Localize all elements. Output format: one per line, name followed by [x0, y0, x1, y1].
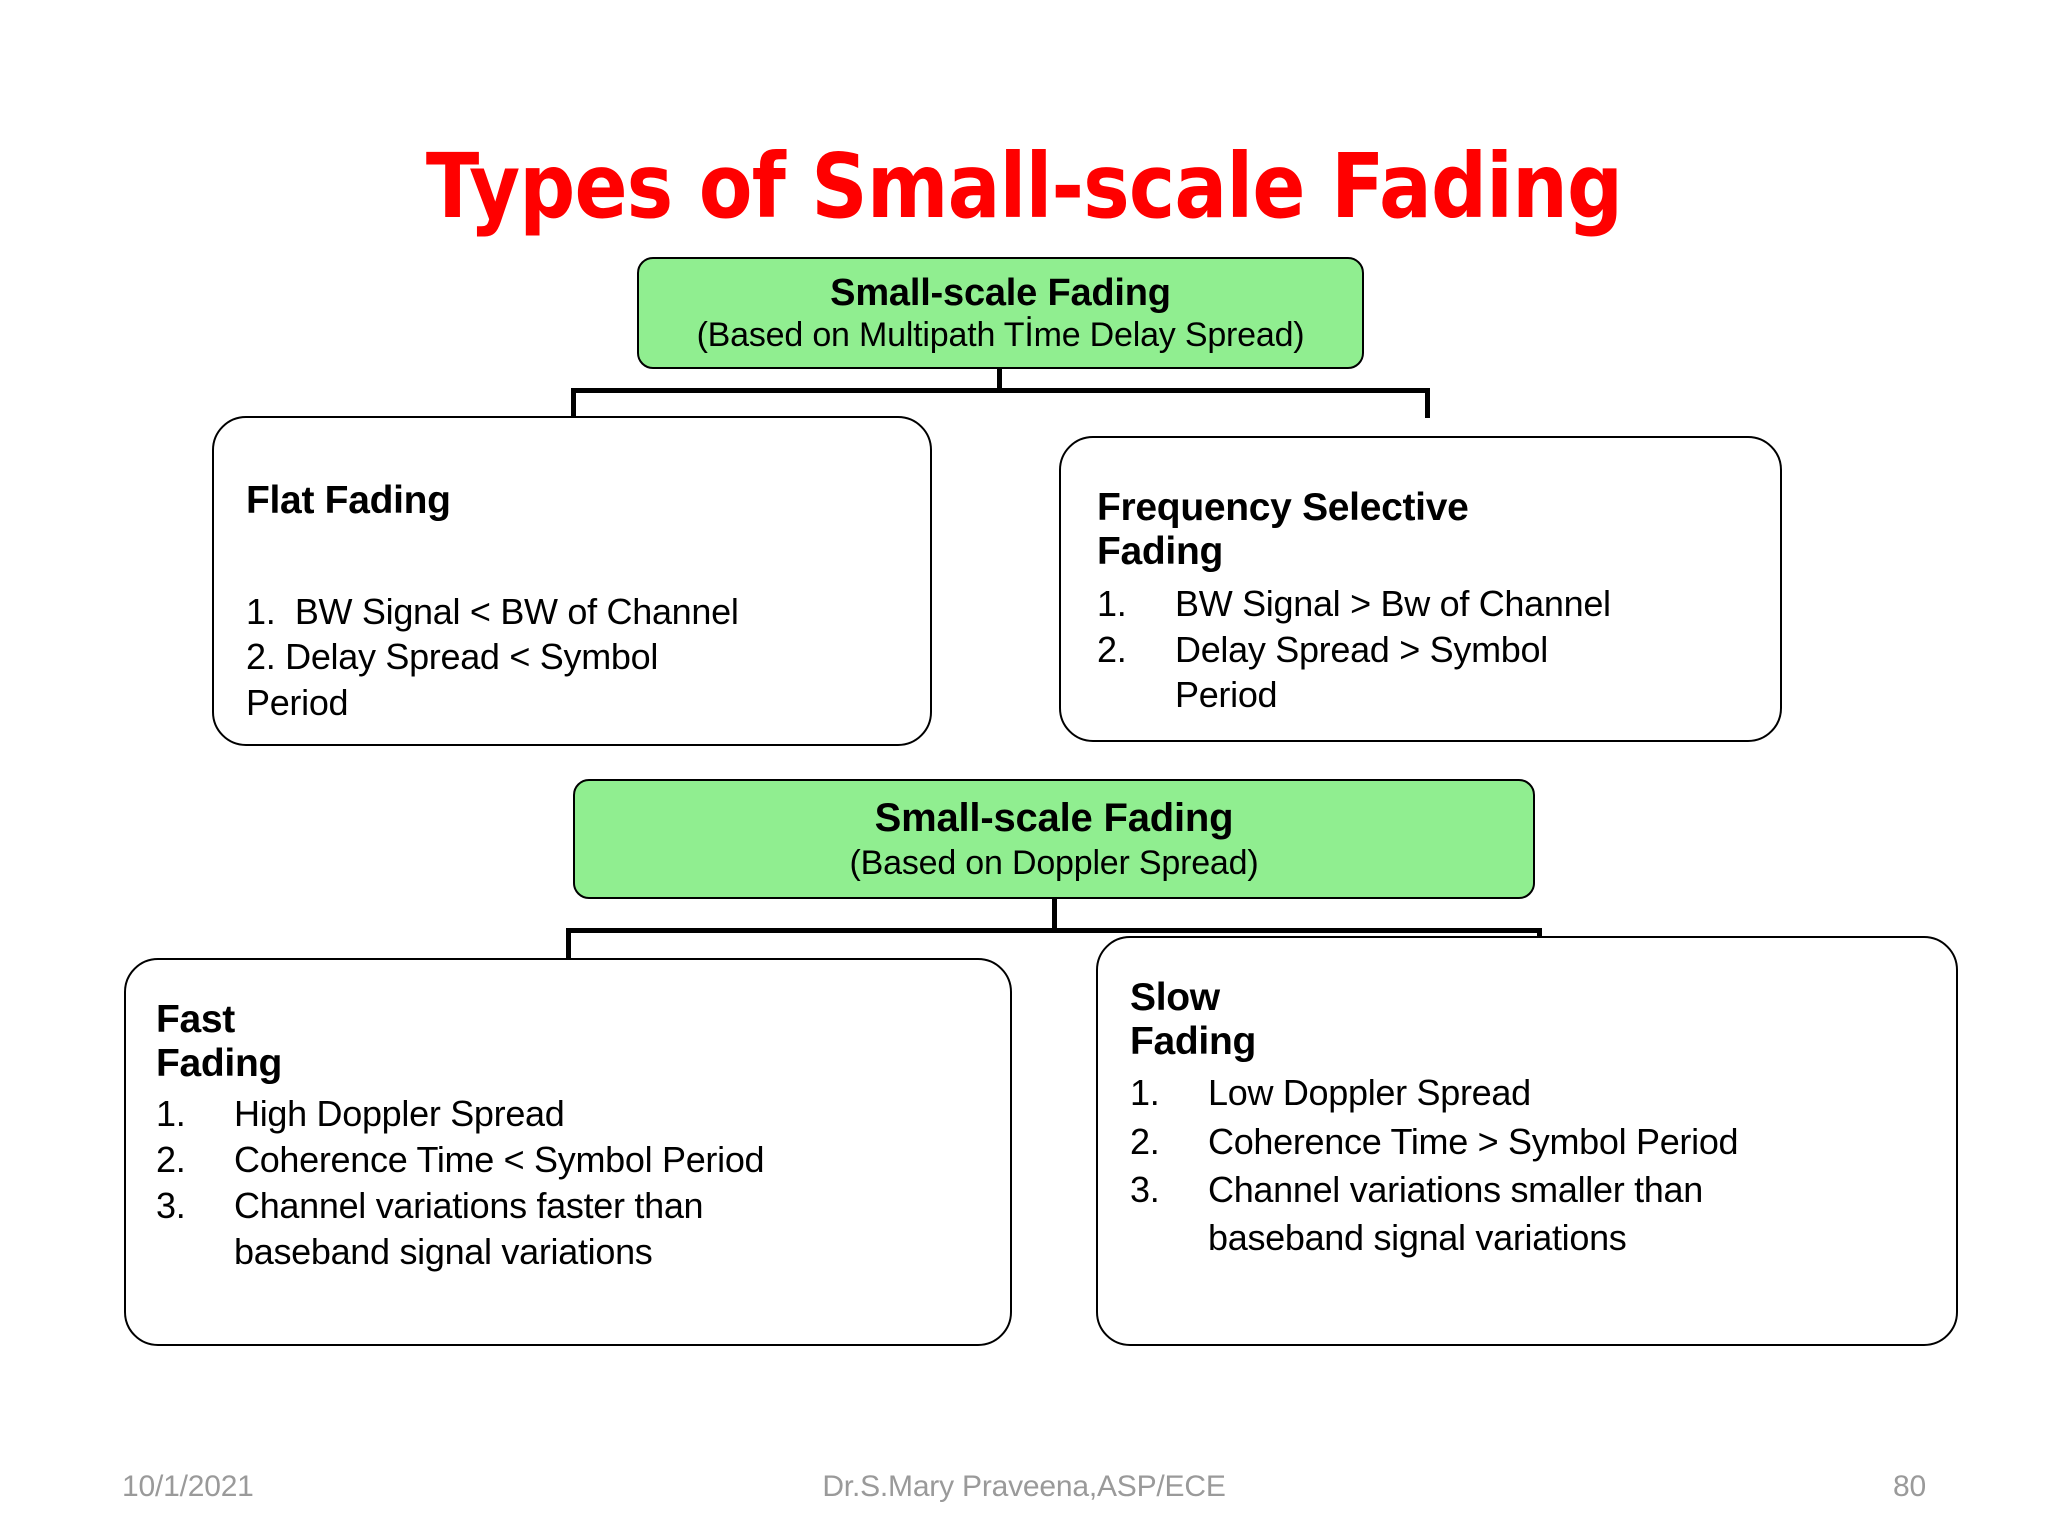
list-item-line: Low Doppler Spread [1208, 1072, 1531, 1114]
flat-fading-box: Flat Fading 1. BW Signal < BW of Channel… [212, 416, 932, 746]
list-item: 3. Channel variations smaller than baseb… [1130, 1166, 1956, 1262]
list-item-line: Delay Spread > Symbol [1175, 628, 1548, 670]
slow-fading-list: 1. Low Doppler Spread 2. Coherence Time … [1130, 1069, 1956, 1262]
list-item: 2. Coherence Time > Symbol Period [1130, 1118, 1956, 1166]
list-item-line: Channel variations smaller than [1208, 1168, 1703, 1210]
list-item-line: Coherence Time < Symbol Period [234, 1139, 765, 1181]
list-item-text: Coherence Time > Symbol Period [1208, 1118, 1956, 1166]
frequency-selective-heading-line1: Frequency Selective [1097, 486, 1469, 529]
list-item-line: High Doppler Spread [234, 1093, 565, 1135]
list-item: 1. Low Doppler Spread [1130, 1069, 1956, 1117]
slow-fading-heading-line1: Slow [1130, 976, 1220, 1019]
list-item-number: 2. [1130, 1120, 1160, 1162]
fast-fading-list: 1. High Doppler Spread 2. Coherence Time… [156, 1091, 1010, 1274]
list-item-continuation: baseband signal variations [234, 1230, 653, 1272]
list-item-number: 1. [156, 1093, 186, 1135]
flat-fading-list: 1. BW Signal < BW of Channel 2. Delay Sp… [246, 589, 930, 725]
frequency-selective-list: 1. BW Signal > Bw of Channel 2. Delay Sp… [1097, 581, 1780, 718]
group1-connector-right [1425, 388, 1430, 418]
list-item: 1. BW Signal > Bw of Channel [1097, 581, 1780, 627]
footer-author: Dr.S.Mary Praveena,ASP/ECE [822, 1470, 1226, 1503]
fast-fading-heading-line2: Fading [156, 1041, 283, 1085]
fast-fading-heading-line1: Fast [156, 998, 235, 1041]
list-item: 2. Coherence Time < Symbol Period [156, 1137, 1010, 1183]
group2-connector-stem [1052, 899, 1057, 931]
list-item-line: Channel variations faster than [234, 1184, 704, 1226]
list-item: 2. Delay Spread < Symbol [246, 636, 659, 678]
list-item-text: Low Doppler Spread [1208, 1069, 1956, 1117]
group1-connector-stem [997, 369, 1002, 391]
list-item-text: Channel variations faster than baseband … [234, 1183, 1010, 1274]
group2-connector-bar [566, 928, 1542, 933]
list-item-number: 2. [1097, 628, 1127, 670]
slow-fading-box: Slow Fading 1. Low Doppler Spread 2. Coh… [1096, 936, 1958, 1346]
list-item-number: 2. [156, 1139, 186, 1181]
list-item: 1. BW Signal < BW of Channel [246, 590, 739, 632]
list-item: 1. High Doppler Spread [156, 1091, 1010, 1137]
footer-page-number: 80 [1893, 1470, 1926, 1503]
group2-header-subtitle: (Based on Doppler Spread) [849, 843, 1259, 882]
group1-header-box: Small-scale Fading (Based on Multipath T… [637, 257, 1364, 369]
group2-header-title: Small-scale Fading [874, 796, 1234, 841]
list-item-continuation: Period [1175, 674, 1278, 716]
group2-header-box: Small-scale Fading (Based on Doppler Spr… [573, 779, 1535, 899]
list-item: 3. Channel variations faster than baseba… [156, 1183, 1010, 1274]
list-item-text: Delay Spread > Symbol Period [1175, 627, 1780, 718]
group1-header-subtitle: (Based on Multipath Tİme Delay Spread) [696, 316, 1305, 355]
page-title: Types of Small-scale Fading [425, 134, 1623, 238]
list-item-number: 1. [1097, 582, 1127, 624]
list-item-number: 3. [156, 1184, 186, 1226]
group1-header-title: Small-scale Fading [830, 271, 1171, 314]
list-item: Period [246, 681, 349, 723]
slow-fading-heading-line2: Fading [1130, 1019, 1257, 1063]
list-item-text: Channel variations smaller than baseband… [1208, 1166, 1956, 1262]
fast-fading-box: Fast Fading 1. High Doppler Spread 2. Co… [124, 958, 1012, 1346]
flat-fading-heading: Flat Fading [246, 479, 451, 522]
group2-connector-left [566, 928, 571, 960]
list-item-number: 3. [1130, 1168, 1160, 1210]
list-item: 2. Delay Spread > Symbol Period [1097, 627, 1780, 718]
list-item-number: 1. [1130, 1072, 1160, 1114]
list-item-continuation: baseband signal variations [1208, 1217, 1627, 1259]
list-item-text: BW Signal > Bw of Channel [1175, 581, 1780, 627]
frequency-selective-fading-box: Frequency Selective Fading 1. BW Signal … [1059, 436, 1782, 742]
footer-date: 10/1/2021 [122, 1470, 254, 1503]
group1-connector-left [571, 388, 576, 418]
list-item-line: Coherence Time > Symbol Period [1208, 1120, 1739, 1162]
frequency-selective-heading-line2: Fading [1097, 530, 1224, 574]
list-item-text: High Doppler Spread [234, 1091, 1010, 1137]
list-item-line: BW Signal > Bw of Channel [1175, 582, 1611, 624]
group1-connector-bar [571, 388, 1430, 393]
list-item-text: Coherence Time < Symbol Period [234, 1137, 1010, 1183]
